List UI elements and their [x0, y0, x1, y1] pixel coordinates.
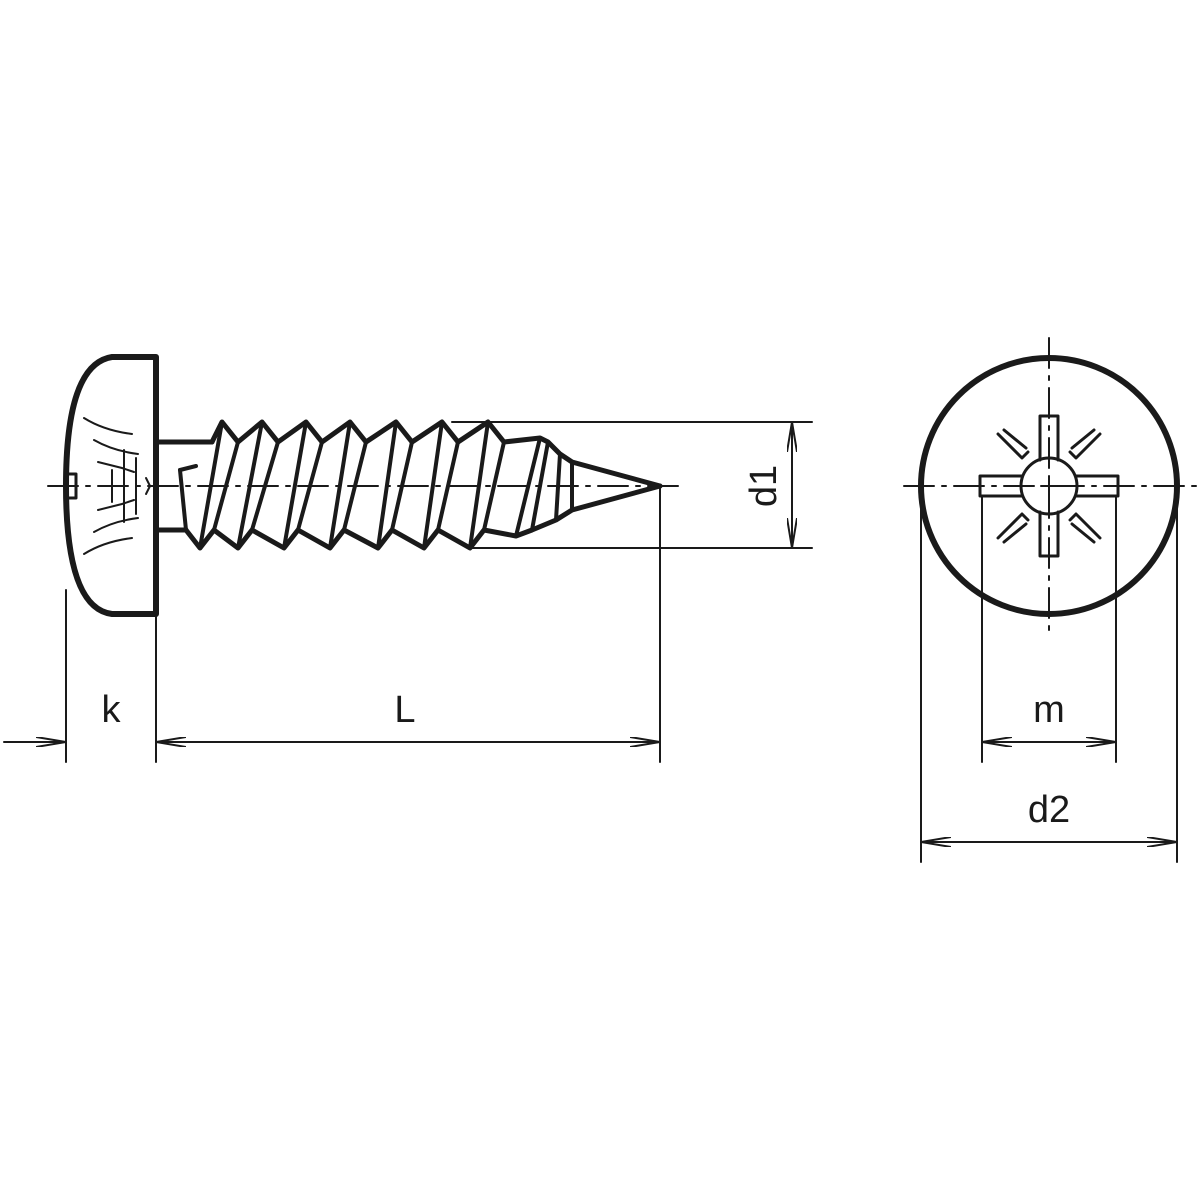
recess-diagonal-ribs	[996, 428, 1102, 544]
label-d2: d2	[1028, 789, 1070, 831]
side-view	[3, 354, 813, 763]
label-k: k	[102, 689, 122, 731]
end-view	[903, 337, 1197, 863]
recess-center	[1019, 456, 1079, 516]
shank	[153, 439, 215, 533]
label-d1: d1	[743, 465, 785, 507]
center-plus-mark	[1040, 477, 1058, 495]
recess-cross	[978, 414, 1120, 558]
label-L: L	[394, 689, 415, 731]
recess-section-lines	[83, 417, 151, 555]
label-m: m	[1033, 689, 1065, 731]
